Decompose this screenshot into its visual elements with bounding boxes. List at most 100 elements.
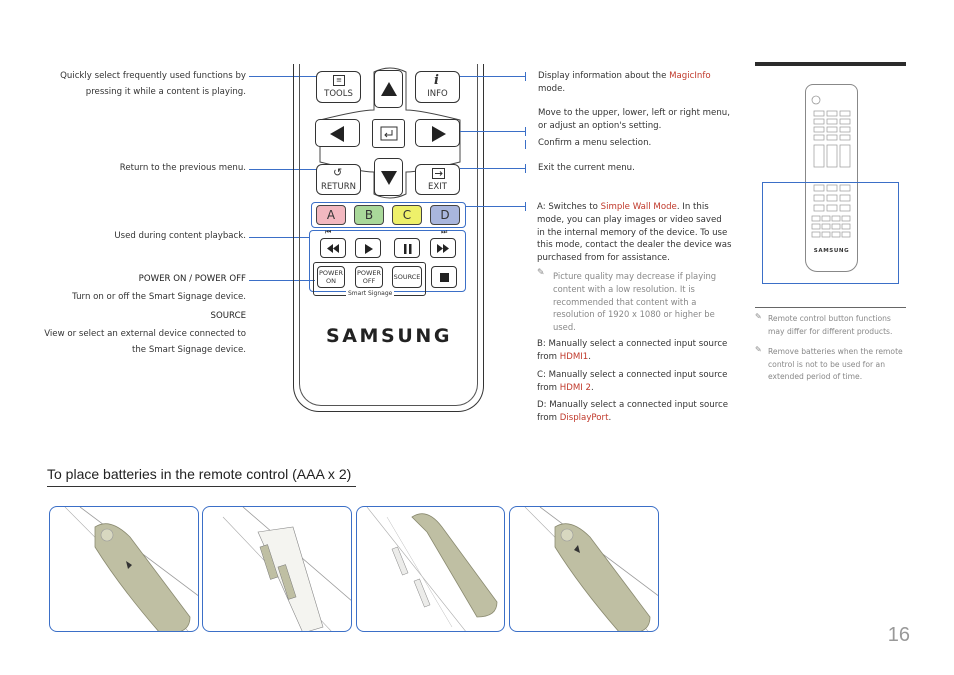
playback-description: Used during content playback. [114,231,246,241]
a-desc-text: A: Switches to [537,202,598,212]
pencil-note-icon: ✎ [755,345,762,354]
arrow-down-icon [381,171,397,185]
c-desc-line: C: Manually select a connected input sou… [537,370,728,380]
simple-wall-mode-link: Simple Wall Mode [600,202,677,212]
exit-connector [460,168,526,169]
note-line: resolution of 1920 x 1080 or higher be [553,309,715,320]
color-buttons-highlight [311,202,466,228]
battery-step-4-image [509,506,659,632]
b-description: B: Manually select a connected input sou… [537,338,737,364]
pencil-note-icon: ✎ [755,312,762,321]
arrow-right-icon [432,126,446,142]
arrow-left-icon [330,126,344,142]
power-on-button[interactable]: POWER ON [317,266,345,288]
exit-icon [432,168,445,179]
source-button[interactable]: SOURCE [392,266,422,288]
sidebar-top-rule [755,62,906,66]
a-desc-line: this mode, contact the dealer the device… [537,240,732,251]
play-button[interactable] [355,238,381,258]
note-line: extended period of time. [768,372,863,382]
remote-cover-replaced-illustration [524,507,658,631]
a-desc-line: in the internal memory of the device. To… [537,227,728,238]
tools-description: Quickly select frequently used functions… [20,69,246,100]
b-desc-line: B: Manually select a connected input sou… [537,339,728,349]
exit-label: EXIT [428,182,447,192]
note-line: content with a low resolution. It is [553,283,695,294]
b-desc-text: from [537,351,557,362]
note-line: Picture quality may decrease if playing [553,271,717,281]
nav-description: Move to the upper, lower, left or right … [538,107,738,133]
c-description: C: Manually select a connected input sou… [537,369,737,395]
info-desc-text: mode. [538,83,566,94]
color-button-a[interactable]: A [316,205,346,225]
nav-connector-tick [525,127,526,136]
return-button[interactable]: ↺ RETURN [316,164,361,195]
info-desc-text: Display information about the [538,71,667,81]
pause-button[interactable] [394,238,420,258]
color-button-d[interactable]: D [430,205,460,225]
hdmi2-link: HDMI 2 [559,382,591,393]
power-off-button[interactable]: POWER OFF [355,266,383,288]
remote-battery-compartment-illustration [222,507,351,631]
tools-button[interactable]: ≡ TOOLS [316,71,361,103]
source-desc-line: View or select an external device connec… [44,329,246,339]
nav-desc-line: or adjust an option's setting. [538,120,662,131]
samsung-logo: SAMSUNG [325,325,453,347]
tools-desc-line: Quickly select frequently used functions… [60,71,246,81]
nav-desc-line: Move to the upper, lower, left or right … [538,108,730,118]
sidebar-note-1: Remote control button functions may diff… [768,313,908,338]
nav-connector [460,131,526,132]
pause-icon [404,244,412,254]
return-description: Return to the previous menu. [119,163,246,173]
color-connector [466,206,526,207]
tools-label: TOOLS [324,89,353,99]
sidebar-divider [755,307,906,308]
d-desc-text: from [537,412,557,423]
exit-button[interactable]: EXIT [415,164,460,195]
playback-connector [249,237,309,238]
power-off-label: POWER [356,269,382,277]
power-connector [249,280,315,281]
left-button[interactable] [315,119,360,147]
rewind-icon [327,244,339,253]
right-button[interactable] [415,119,460,147]
power-on-label: POWER [318,269,344,277]
note-line: used. [553,322,576,333]
sidebar-note-2: Remove batteries when the remote control… [768,346,908,384]
rewind-button[interactable] [320,238,346,258]
note-line: control is not to be used for an [768,359,886,369]
remote-thumbnail-graphic [811,95,851,238]
color-button-c[interactable]: C [392,205,422,225]
sidebar-remote-thumbnail [805,84,858,272]
color-button-b[interactable]: B [354,205,384,225]
power-on-label-2: ON [326,277,336,285]
power-title: POWER ON / POWER OFF [138,274,246,284]
remote-inner-outline [299,64,478,406]
d-desc-line: D: Manually select a connected input sou… [537,400,729,410]
note-line: may differ for different products. [768,326,893,336]
note-line: Remote control button functions [768,314,891,323]
info-button[interactable]: i INFO [415,71,460,103]
source-description: View or select an external device connec… [20,327,246,358]
color-connector-tick [525,202,526,211]
up-button[interactable] [374,70,403,108]
fast-forward-button[interactable] [430,238,456,258]
enter-button[interactable] [372,119,405,148]
source-title: SOURCE [210,311,246,321]
info-icon: i [434,73,439,88]
a-description: A: Switches to Simple Wall Mode. In this… [537,201,737,265]
displayport-link: DisplayPort [559,412,609,423]
stop-icon [440,273,449,282]
tools-icon: ≡ [333,75,345,86]
remote-body [293,64,484,412]
play-icon [365,244,373,254]
magicinfo-link: MagicInfo [669,71,711,81]
source-label: SOURCE [393,273,421,281]
enter-icon [380,126,398,141]
page-number: 16 [887,624,910,646]
down-button[interactable] [374,158,403,196]
remote-back-cover-closed-illustration [64,507,198,631]
battery-step-1-image [49,506,199,632]
skip-back-icon: ⏮ [325,228,332,236]
stop-button[interactable] [431,266,457,288]
